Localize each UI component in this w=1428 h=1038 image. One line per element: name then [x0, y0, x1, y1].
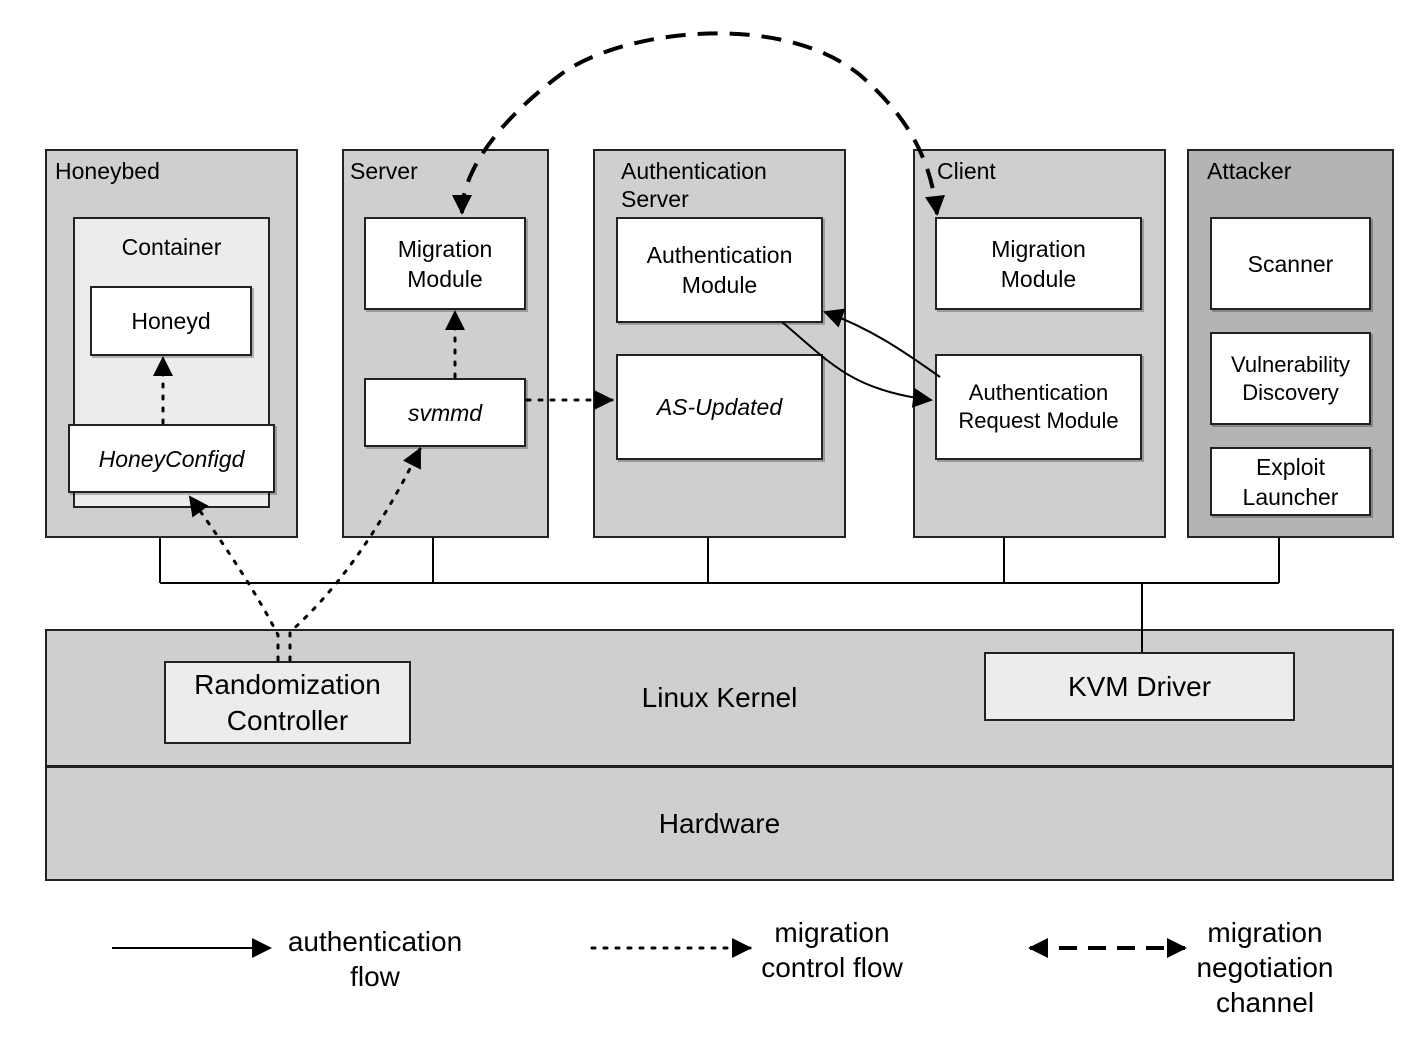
exploit-launcher-module: Exploit Launcher [1210, 447, 1371, 516]
migration-control-flows [153, 310, 614, 662]
authentication-request-module: Authentication Request Module [935, 354, 1142, 460]
honeybed-title: Honeybed [55, 158, 160, 184]
client-title: Client [937, 158, 996, 184]
vulnerability-discovery-module: Vulnerability Discovery [1210, 332, 1371, 425]
hardware-label: Hardware [658, 807, 781, 839]
server-migration-module: Migration Module [364, 217, 526, 310]
scanner-module: Scanner [1210, 217, 1371, 310]
migration-negotiation-channel [452, 31, 945, 216]
honeyd-module: Honeyd [90, 286, 252, 356]
linux-kernel-label: Linux Kernel [641, 682, 798, 713]
legend-migration-negotiation-channel: migration negotiation channel [1196, 917, 1334, 1018]
authentication-module: Authentication Module [616, 217, 823, 323]
honeyconfigd-module: HoneyConfigd [68, 424, 275, 493]
legend-authentication-flow: authentication flow [287, 926, 463, 992]
authentication-flows [781, 308, 941, 408]
client-group: Client [913, 149, 1166, 538]
client-migration-module: Migration Module [935, 217, 1142, 310]
container-label: Container [121, 234, 222, 260]
network-bus [159, 538, 1280, 652]
attacker-title: Attacker [1207, 158, 1292, 184]
auth-module-to-request-module-arrow [781, 321, 933, 408]
controller-to-svmmd-arrow [288, 447, 422, 662]
kvm-driver: KVM Driver [984, 652, 1295, 721]
request-module-to-auth-module-arrow [823, 308, 941, 378]
legend-migration-control-flow: migration control flow [761, 917, 903, 983]
randomization-controller: Randomization Controller [164, 661, 411, 744]
svmmd-module: svmmd [364, 378, 526, 447]
server-title: Server [350, 158, 418, 184]
as-updated-module: AS-Updated [616, 354, 823, 460]
controller-to-honeyconfigd-arrow [188, 495, 280, 662]
hardware-layer: Hardware [45, 766, 1394, 881]
